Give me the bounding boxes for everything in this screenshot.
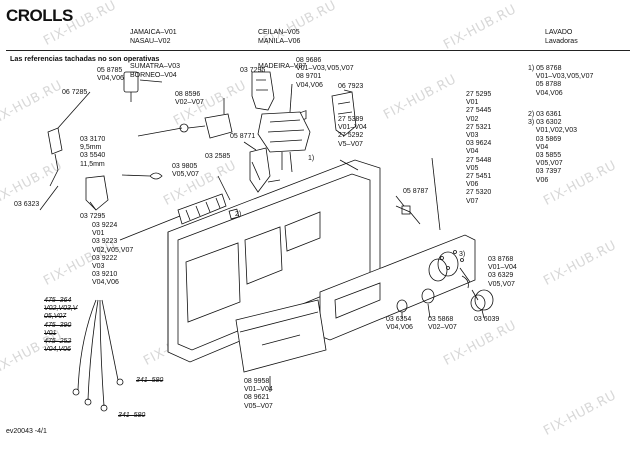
divider bbox=[6, 50, 630, 51]
part-label: 08 8596 V02–V07 bbox=[175, 91, 204, 107]
part-label: 08 9958 V01–V04 08 9621 V05–V07 bbox=[244, 378, 273, 410]
part-label: 03 6323 bbox=[14, 201, 40, 208]
part-label: 03 7295 bbox=[80, 213, 106, 220]
part-label: 03 6039 bbox=[474, 316, 500, 323]
legend-group-1: 1) 05 8768 V01–V03,V05,V07 05 8788 V04,V… bbox=[528, 65, 594, 97]
part-label: 27 5295 V01 27 5445 V02 27 5321 V03 03 9… bbox=[466, 91, 492, 205]
struck-wire-label: 475–364 V02,V03,V 05,V07 475–390 V01 475… bbox=[44, 297, 78, 354]
part-label: 03 2585 bbox=[205, 153, 231, 160]
part-label: 05 8771 bbox=[230, 133, 256, 140]
part-label: 05 8785 V04,V06 bbox=[97, 67, 124, 83]
legend-group-2: 2) 03 6361 3) 03 6302 V01,V02,V03 03 586… bbox=[528, 111, 578, 184]
part-label: 03 9805 V05,V07 bbox=[172, 163, 199, 179]
part-label: 27 5389 V01–V04 27 5292 V5–V07 bbox=[338, 116, 367, 148]
footer-code: ev20043 -4/1 bbox=[6, 428, 47, 435]
callout-2: 2) bbox=[235, 211, 242, 218]
callout-3: 3) bbox=[459, 251, 466, 258]
part-label: 05 8787 bbox=[403, 188, 429, 195]
part-label: 03 9224 V01 03 9223 V02,V05,V07 03 9222 … bbox=[92, 222, 134, 287]
part-label: 03 3170 9,5mm 03 5540 11,5mm bbox=[80, 136, 106, 168]
part-label: 03 8768 V01–V04 03 6329 V05,V07 bbox=[488, 256, 517, 288]
note: Las referencias tachadas no son operativ… bbox=[10, 54, 160, 63]
callout-1: 1) bbox=[308, 155, 315, 162]
part-label: 06 7285 bbox=[62, 89, 88, 96]
part-label: 03 6354 V04,V06 bbox=[386, 316, 413, 332]
brand-logo: CROLLS bbox=[6, 6, 73, 25]
struck-label: 341–580 bbox=[118, 412, 146, 419]
part-label: 03 7295 bbox=[240, 67, 266, 74]
part-label: 03 5868 V02–V07 bbox=[428, 316, 457, 332]
part-label: 08 9686 V01–V03,V05,V07 08 9701 V04,V06 bbox=[296, 57, 354, 89]
part-label: 06 7923 bbox=[338, 83, 364, 90]
struck-label: 341–580 bbox=[136, 377, 164, 384]
